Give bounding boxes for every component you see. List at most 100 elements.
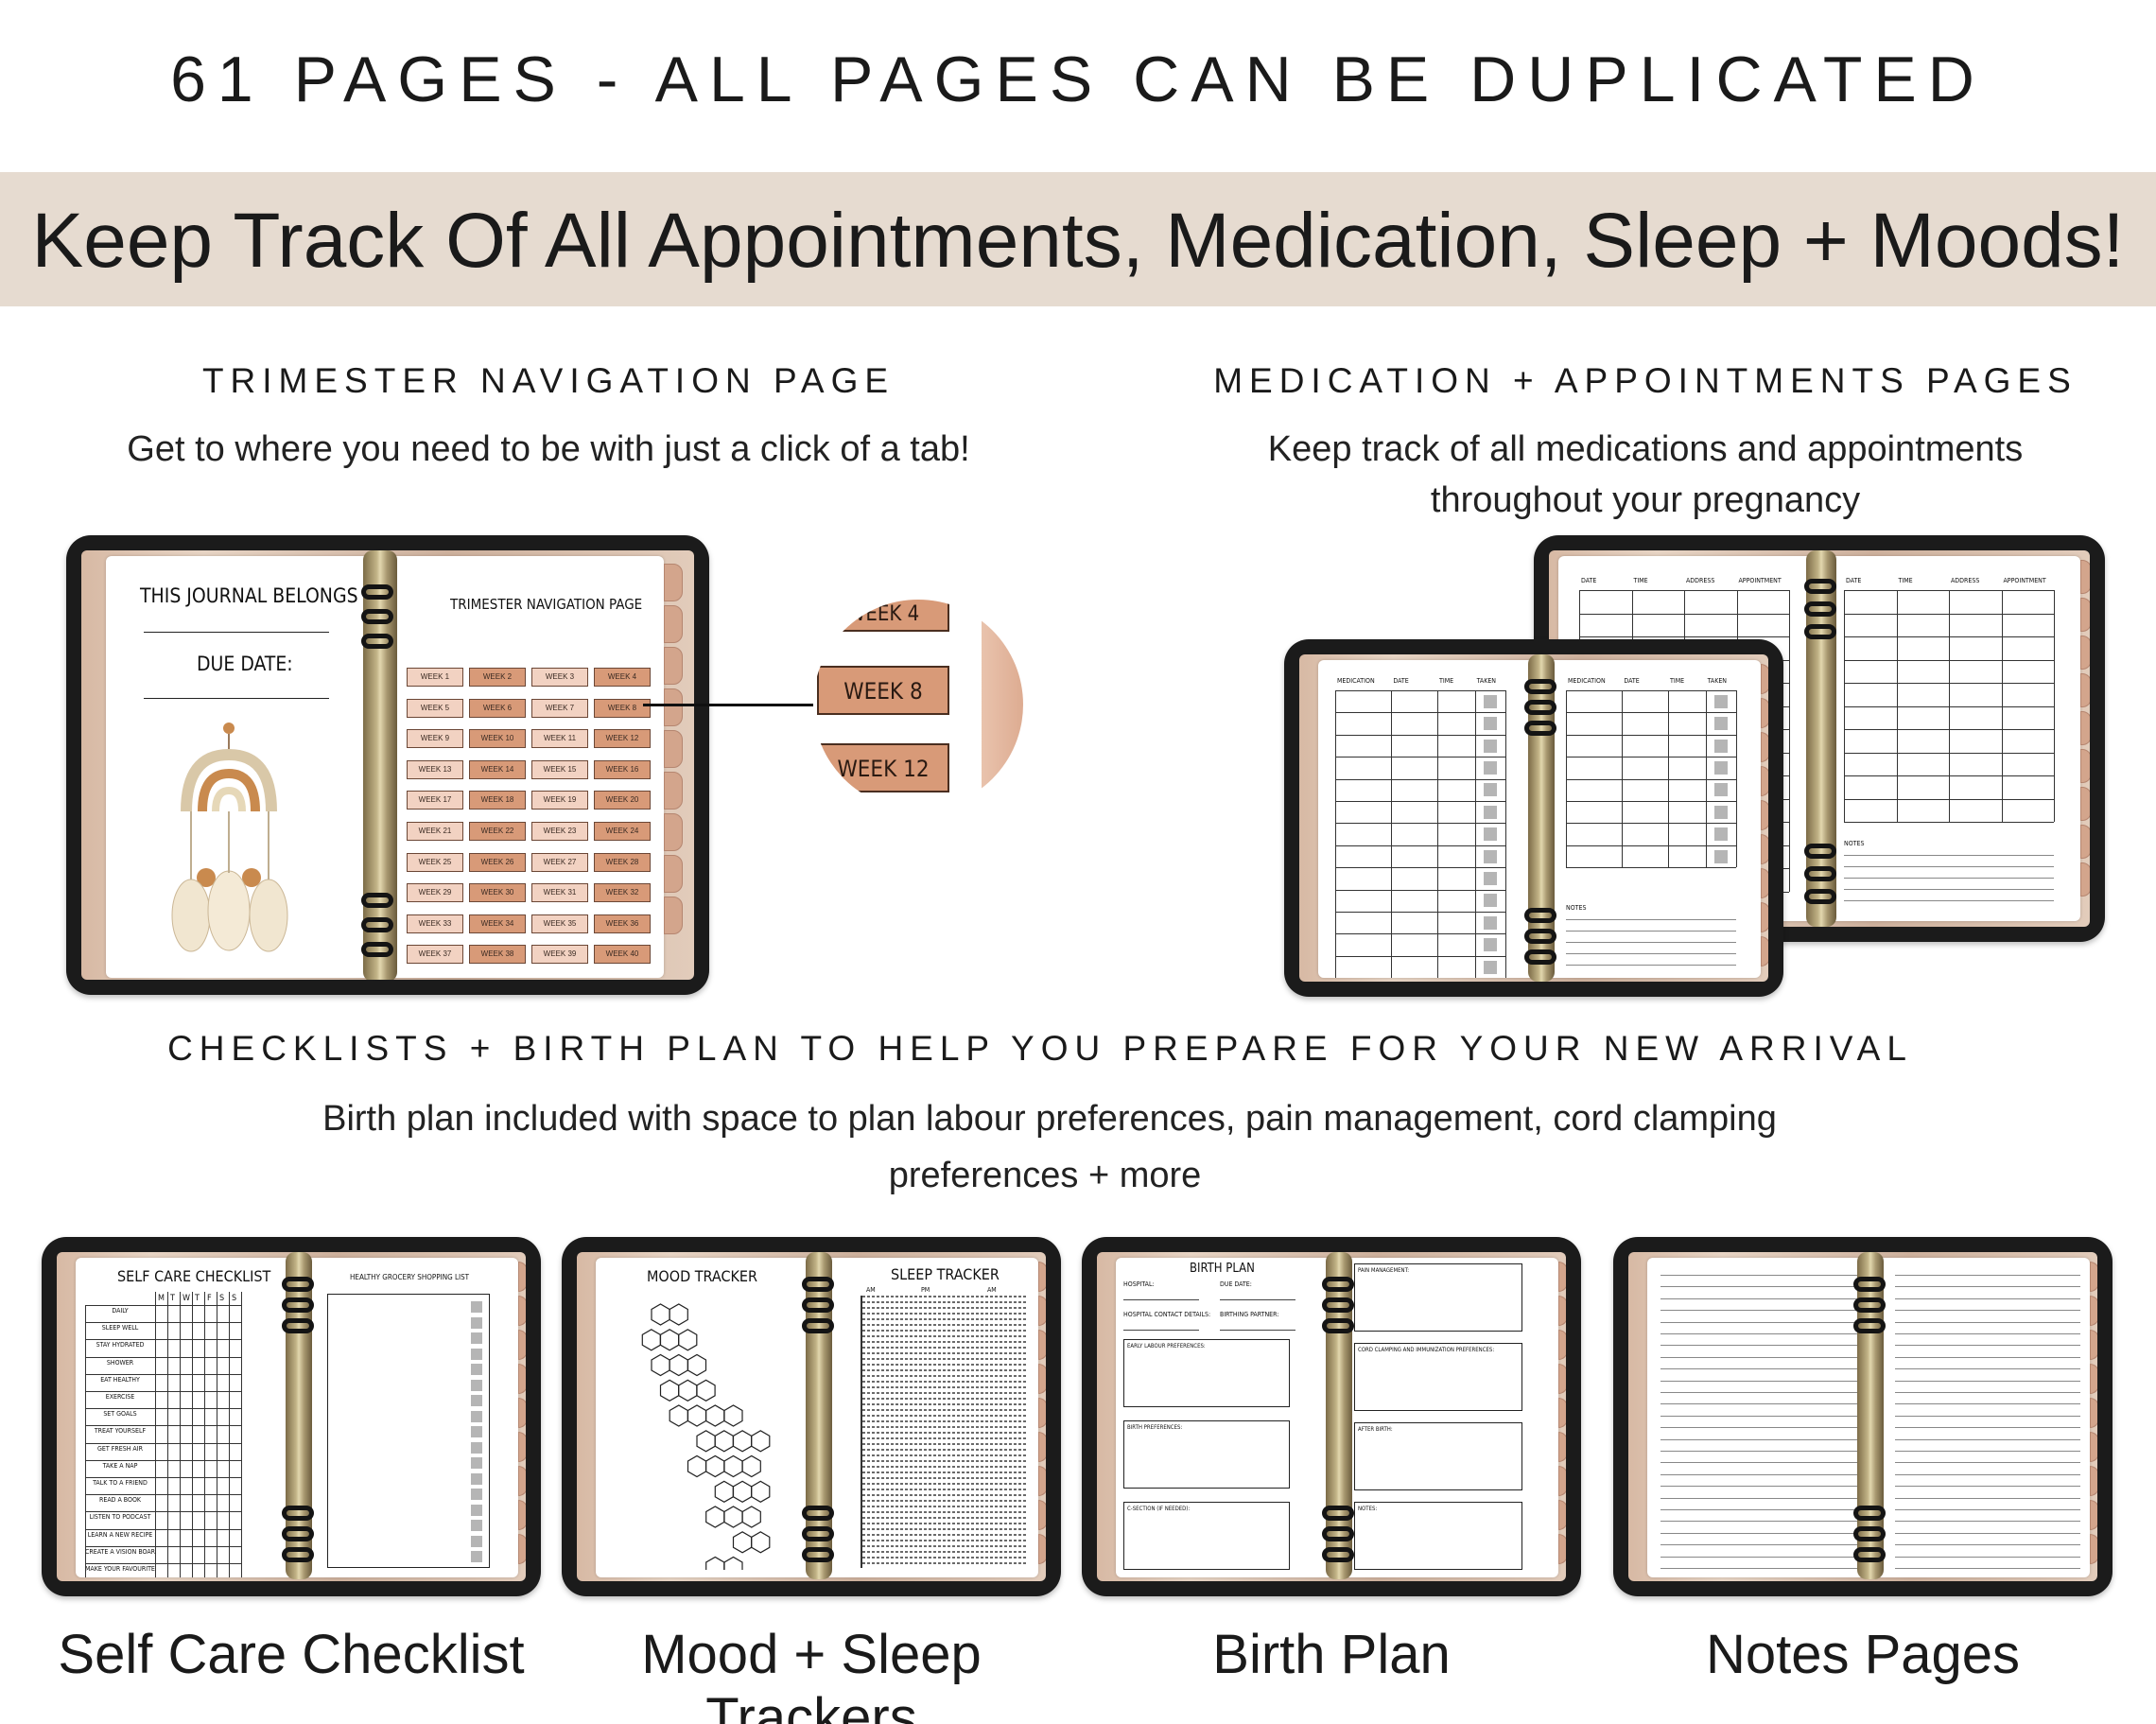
side-tabs[interactable] <box>664 564 683 970</box>
week-button[interactable]: WEEK 13 <box>407 759 463 779</box>
week-button[interactable]: WEEK 2 <box>469 668 526 687</box>
side-tabs[interactable] <box>1761 664 1768 976</box>
week-button[interactable]: WEEK 40 <box>594 945 651 965</box>
week-button[interactable]: WEEK 19 <box>531 791 588 810</box>
side-tab[interactable] <box>518 1330 526 1360</box>
side-tab[interactable] <box>2090 1534 2097 1564</box>
side-tab[interactable] <box>2080 787 2090 821</box>
side-tab[interactable] <box>1038 1330 1046 1360</box>
week-button[interactable]: WEEK 4 <box>594 668 651 687</box>
week-button[interactable]: WEEK 12 <box>594 729 651 749</box>
side-tab[interactable] <box>664 855 683 893</box>
week-button[interactable]: WEEK 23 <box>531 822 588 841</box>
side-tab[interactable] <box>2090 1262 2097 1292</box>
side-tab[interactable] <box>2080 673 2090 707</box>
week-button[interactable]: WEEK 22 <box>469 822 526 841</box>
week-button[interactable]: WEEK 34 <box>469 914 526 933</box>
side-tab[interactable] <box>1038 1262 1046 1292</box>
side-tab[interactable] <box>2080 560 2090 594</box>
week-button[interactable]: WEEK 29 <box>407 883 463 903</box>
side-tabs[interactable] <box>1558 1262 1566 1574</box>
side-tab[interactable] <box>664 564 683 601</box>
side-tab[interactable] <box>2080 636 2090 670</box>
side-tab[interactable] <box>2090 1500 2097 1530</box>
side-tab[interactable] <box>2090 1398 2097 1428</box>
side-tab[interactable] <box>518 1398 526 1428</box>
week-button[interactable]: WEEK 20 <box>594 791 651 810</box>
side-tab[interactable] <box>1038 1364 1046 1394</box>
side-tab[interactable] <box>1558 1262 1566 1292</box>
side-tab[interactable] <box>664 647 683 685</box>
week-button[interactable]: WEEK 14 <box>469 759 526 779</box>
week-button[interactable]: WEEK 16 <box>594 759 651 779</box>
side-tab[interactable] <box>2090 1330 2097 1360</box>
week-button[interactable]: WEEK 31 <box>531 883 588 903</box>
side-tab[interactable] <box>518 1296 526 1326</box>
side-tab[interactable] <box>1761 902 1768 932</box>
week-button[interactable]: WEEK 38 <box>469 945 526 965</box>
side-tab[interactable] <box>664 772 683 810</box>
side-tab[interactable] <box>2090 1364 2097 1394</box>
side-tab[interactable] <box>518 1466 526 1496</box>
week-button[interactable]: WEEK 30 <box>469 883 526 903</box>
side-tabs[interactable] <box>518 1262 526 1574</box>
week-button[interactable]: WEEK 1 <box>407 668 463 687</box>
week-button[interactable]: WEEK 7 <box>531 698 588 718</box>
side-tab[interactable] <box>1558 1534 1566 1564</box>
side-tab[interactable] <box>2090 1466 2097 1496</box>
side-tab[interactable] <box>1558 1330 1566 1360</box>
side-tab[interactable] <box>1761 936 1768 966</box>
week-button[interactable]: WEEK 17 <box>407 791 463 810</box>
week-button[interactable]: WEEK 5 <box>407 698 463 718</box>
side-tab[interactable] <box>1038 1296 1046 1326</box>
side-tab[interactable] <box>1558 1364 1566 1394</box>
side-tab[interactable] <box>1761 834 1768 864</box>
side-tab[interactable] <box>1558 1500 1566 1530</box>
week-button[interactable]: WEEK 28 <box>594 852 651 872</box>
week-button[interactable]: WEEK 32 <box>594 883 651 903</box>
week-button[interactable]: WEEK 27 <box>531 852 588 872</box>
week-button[interactable]: WEEK 15 <box>531 759 588 779</box>
week-button[interactable]: WEEK 9 <box>407 729 463 749</box>
side-tab[interactable] <box>664 730 683 768</box>
side-tabs[interactable] <box>2080 560 2090 919</box>
side-tab[interactable] <box>518 1262 526 1292</box>
side-tab[interactable] <box>2080 862 2090 897</box>
week-button[interactable]: WEEK 36 <box>594 914 651 933</box>
week-button[interactable]: WEEK 10 <box>469 729 526 749</box>
side-tab[interactable] <box>1558 1466 1566 1496</box>
side-tab[interactable] <box>1038 1432 1046 1462</box>
side-tab[interactable] <box>664 813 683 851</box>
side-tab[interactable] <box>1558 1432 1566 1462</box>
week-button[interactable]: WEEK 21 <box>407 822 463 841</box>
side-tab[interactable] <box>2080 711 2090 745</box>
side-tab[interactable] <box>1038 1500 1046 1530</box>
side-tab[interactable] <box>664 605 683 643</box>
side-tab[interactable] <box>518 1534 526 1564</box>
side-tab[interactable] <box>1038 1398 1046 1428</box>
side-tab[interactable] <box>1761 766 1768 796</box>
side-tab[interactable] <box>2090 1432 2097 1462</box>
week-button[interactable]: WEEK 39 <box>531 945 588 965</box>
side-tab[interactable] <box>1558 1296 1566 1326</box>
side-tab[interactable] <box>2080 825 2090 859</box>
side-tab[interactable] <box>1558 1398 1566 1428</box>
side-tab[interactable] <box>664 688 683 726</box>
side-tab[interactable] <box>1038 1534 1046 1564</box>
week-button[interactable]: WEEK 37 <box>407 945 463 965</box>
side-tab[interactable] <box>1761 868 1768 898</box>
week-button[interactable]: WEEK 33 <box>407 914 463 933</box>
side-tab[interactable] <box>1761 732 1768 762</box>
side-tab[interactable] <box>1761 800 1768 830</box>
week-button[interactable]: WEEK 26 <box>469 852 526 872</box>
week-button[interactable]: WEEK 24 <box>594 822 651 841</box>
side-tab[interactable] <box>1761 698 1768 728</box>
side-tab[interactable] <box>1761 664 1768 694</box>
side-tab[interactable] <box>518 1364 526 1394</box>
week-button[interactable]: WEEK 8 <box>594 698 651 718</box>
week-button[interactable]: WEEK 11 <box>531 729 588 749</box>
week-button[interactable]: WEEK 18 <box>469 791 526 810</box>
side-tab[interactable] <box>2080 598 2090 632</box>
week-button[interactable]: WEEK 6 <box>469 698 526 718</box>
side-tab[interactable] <box>1038 1466 1046 1496</box>
